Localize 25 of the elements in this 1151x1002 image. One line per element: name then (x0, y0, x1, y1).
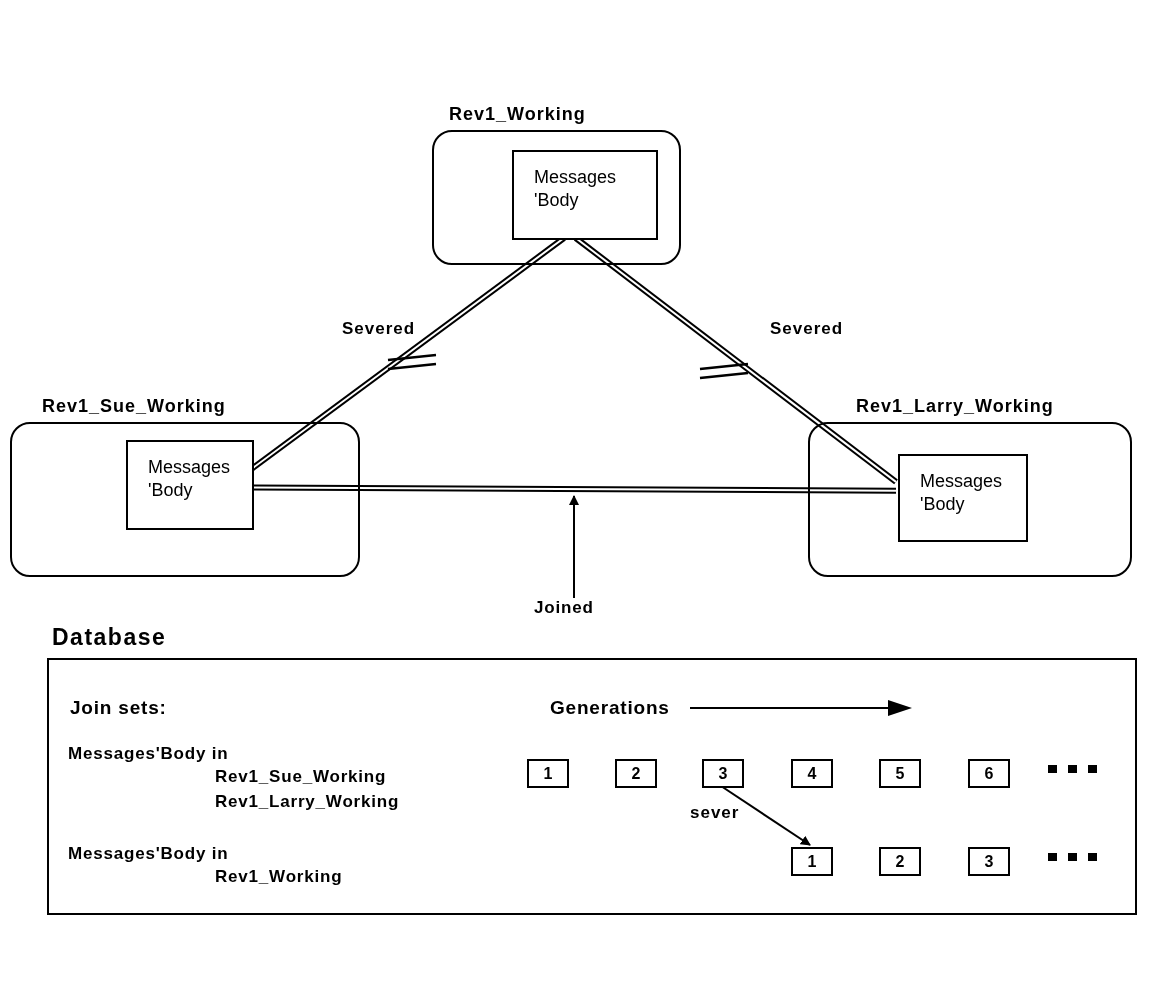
generation-box: 1 (527, 759, 569, 788)
arrow (569, 495, 579, 599)
axis-label: Generations (550, 697, 670, 719)
component-box: Messages 'Body (126, 440, 254, 530)
generation-box: 1 (791, 847, 833, 876)
group-title: Database (52, 624, 167, 651)
group-title: Rev1_Sue_Working (42, 396, 226, 417)
generation-box: 4 (791, 759, 833, 788)
generation-box: 3 (702, 759, 744, 788)
join-set-text: Rev1_Larry_Working (215, 792, 400, 812)
group-title: Rev1_Working (449, 104, 586, 125)
component-box: Messages 'Body (898, 454, 1028, 542)
join-set-text: Rev1_Working (215, 867, 343, 887)
generation-box: 5 (879, 759, 921, 788)
join-set-text: Rev1_Sue_Working (215, 767, 387, 787)
generation-box: 2 (879, 847, 921, 876)
join-set-text: Messages'Body in (68, 844, 229, 864)
section-label: Join sets: (70, 697, 167, 719)
generation-box: 3 (968, 847, 1010, 876)
generation-box: 6 (968, 759, 1010, 788)
group-title: Rev1_Larry_Working (856, 396, 1054, 417)
join-set-text: Messages'Body in (68, 744, 229, 764)
component-box: Messages 'Body (512, 150, 658, 240)
callout-text: Joined (534, 598, 594, 617)
generation-box: 2 (615, 759, 657, 788)
